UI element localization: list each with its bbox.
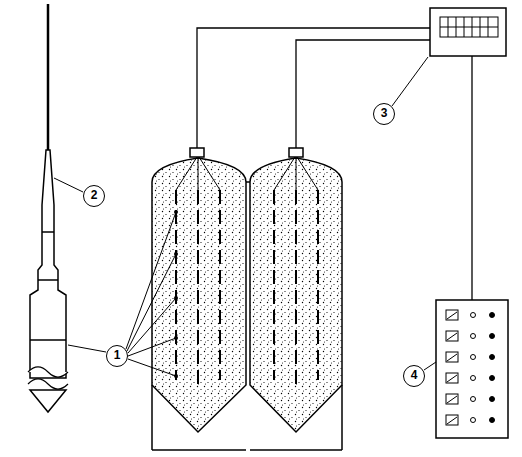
silo-right bbox=[246, 148, 342, 450]
leader-lines bbox=[54, 57, 436, 376]
silo-left bbox=[152, 148, 246, 450]
callout-number: 4 bbox=[403, 365, 425, 387]
wires bbox=[197, 28, 472, 300]
probe-tip bbox=[30, 390, 66, 412]
probe-cable bbox=[47, 4, 50, 150]
control-panel bbox=[436, 300, 508, 438]
display-unit bbox=[430, 8, 506, 56]
display-grid bbox=[440, 17, 498, 37]
probe-body bbox=[30, 150, 66, 378]
switch-rows bbox=[446, 310, 495, 425]
sensor-cables bbox=[176, 190, 318, 390]
callout-number: 1 bbox=[106, 345, 128, 367]
callout-number: 2 bbox=[83, 185, 105, 207]
callout-number: 3 bbox=[373, 103, 395, 125]
